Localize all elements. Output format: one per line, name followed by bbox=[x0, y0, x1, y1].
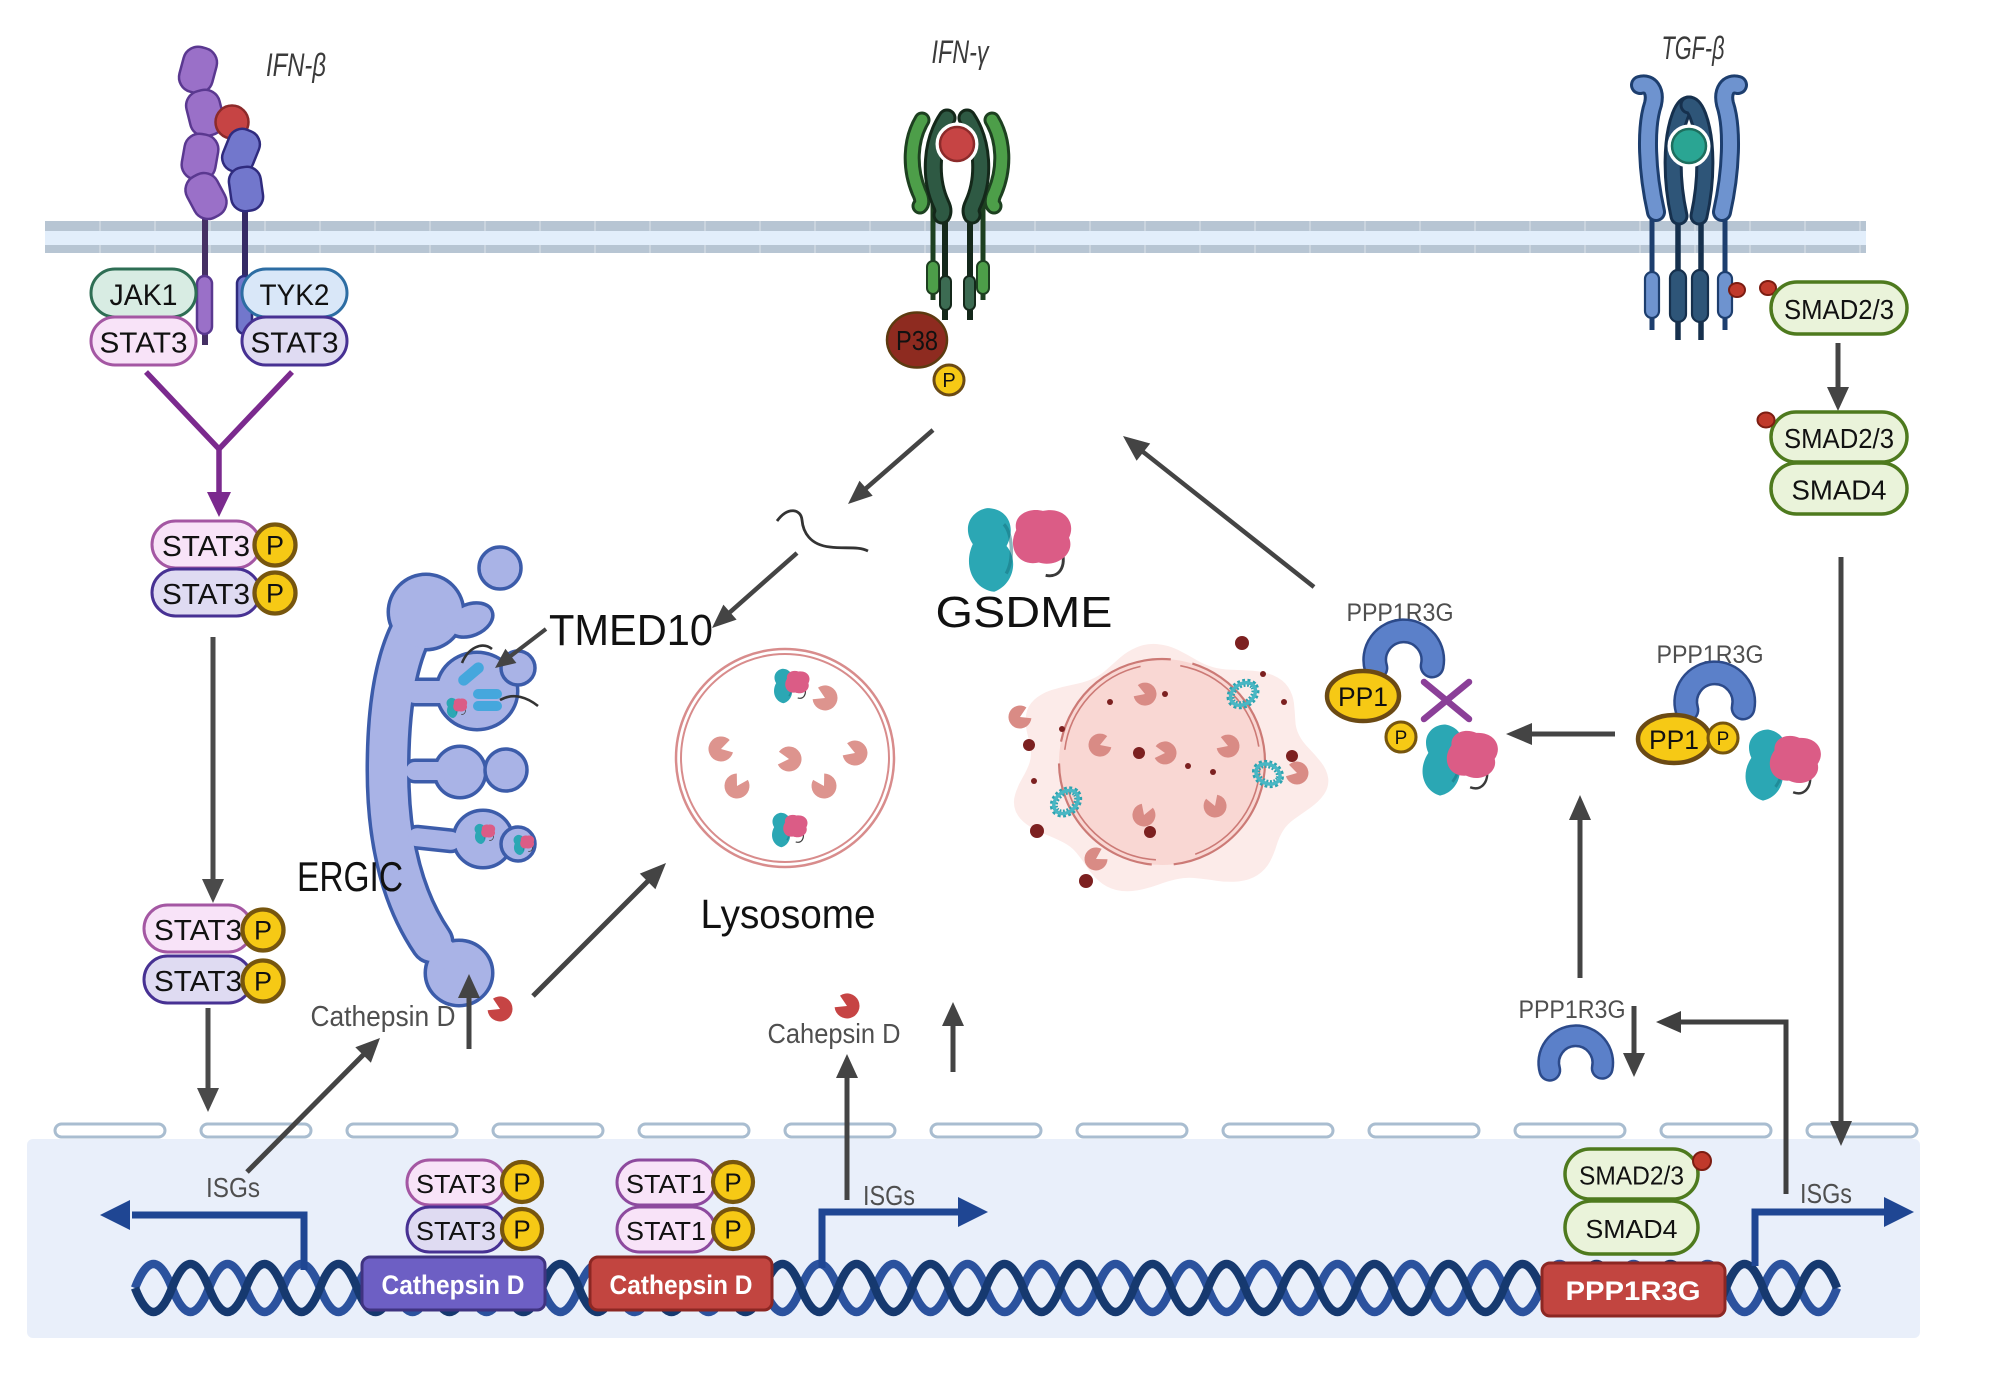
svg-text:Cathepsin D: Cathepsin D bbox=[610, 1270, 753, 1300]
svg-text:Lysosome: Lysosome bbox=[701, 891, 876, 937]
svg-text:PP1: PP1 bbox=[1338, 682, 1388, 712]
svg-text:STAT1: STAT1 bbox=[626, 1216, 706, 1246]
svg-text:IFN-β: IFN-β bbox=[266, 47, 326, 83]
svg-text:P: P bbox=[1395, 728, 1408, 749]
svg-text:GSDME: GSDME bbox=[936, 588, 1113, 637]
svg-text:SMAD2/3: SMAD2/3 bbox=[1579, 1160, 1684, 1190]
svg-text:P: P bbox=[1717, 729, 1730, 750]
svg-text:SMAD4: SMAD4 bbox=[1792, 475, 1887, 506]
svg-text:SMAD4: SMAD4 bbox=[1586, 1214, 1678, 1244]
svg-text:STAT3: STAT3 bbox=[100, 327, 188, 359]
svg-text:P: P bbox=[513, 1214, 530, 1244]
svg-text:Cathepsin D: Cathepsin D bbox=[382, 1270, 525, 1300]
svg-text:STAT3: STAT3 bbox=[162, 579, 250, 611]
svg-text:P: P bbox=[724, 1167, 741, 1197]
svg-text:PPP1R3G: PPP1R3G bbox=[1566, 1276, 1701, 1306]
svg-text:STAT3: STAT3 bbox=[162, 531, 250, 563]
svg-text:STAT3: STAT3 bbox=[251, 327, 339, 359]
svg-text:TGF-β: TGF-β bbox=[1662, 30, 1725, 66]
svg-text:P: P bbox=[266, 531, 284, 561]
svg-text:ISGs: ISGs bbox=[1800, 1178, 1852, 1209]
svg-text:P: P bbox=[942, 370, 955, 392]
svg-text:STAT3: STAT3 bbox=[154, 915, 242, 947]
svg-text:STAT3: STAT3 bbox=[154, 966, 242, 998]
svg-text:P: P bbox=[266, 579, 284, 609]
svg-text:STAT3: STAT3 bbox=[416, 1216, 496, 1246]
svg-text:SMAD2/3: SMAD2/3 bbox=[1784, 423, 1894, 454]
svg-text:ERGIC: ERGIC bbox=[297, 853, 403, 900]
svg-text:ISGs: ISGs bbox=[206, 1172, 260, 1203]
svg-text:P: P bbox=[254, 967, 272, 997]
svg-text:JAK1: JAK1 bbox=[110, 279, 178, 312]
svg-text:ISGs: ISGs bbox=[863, 1180, 915, 1211]
svg-text:P38: P38 bbox=[896, 325, 938, 356]
svg-text:STAT1: STAT1 bbox=[626, 1169, 706, 1199]
svg-text:SMAD2/3: SMAD2/3 bbox=[1784, 294, 1894, 325]
svg-text:P: P bbox=[724, 1214, 741, 1244]
svg-text:IFN-γ: IFN-γ bbox=[932, 34, 990, 70]
svg-text:TMED10: TMED10 bbox=[549, 606, 713, 655]
svg-text:Cathepsin D: Cathepsin D bbox=[311, 1001, 456, 1033]
svg-text:PP1: PP1 bbox=[1649, 725, 1699, 755]
svg-text:STAT3: STAT3 bbox=[416, 1169, 496, 1199]
svg-text:P: P bbox=[513, 1167, 530, 1197]
svg-text:TYK2: TYK2 bbox=[260, 279, 330, 312]
svg-text:Cahepsin D: Cahepsin D bbox=[768, 1018, 901, 1049]
svg-text:PPP1R3G: PPP1R3G bbox=[1519, 996, 1626, 1024]
svg-text:P: P bbox=[254, 916, 272, 946]
